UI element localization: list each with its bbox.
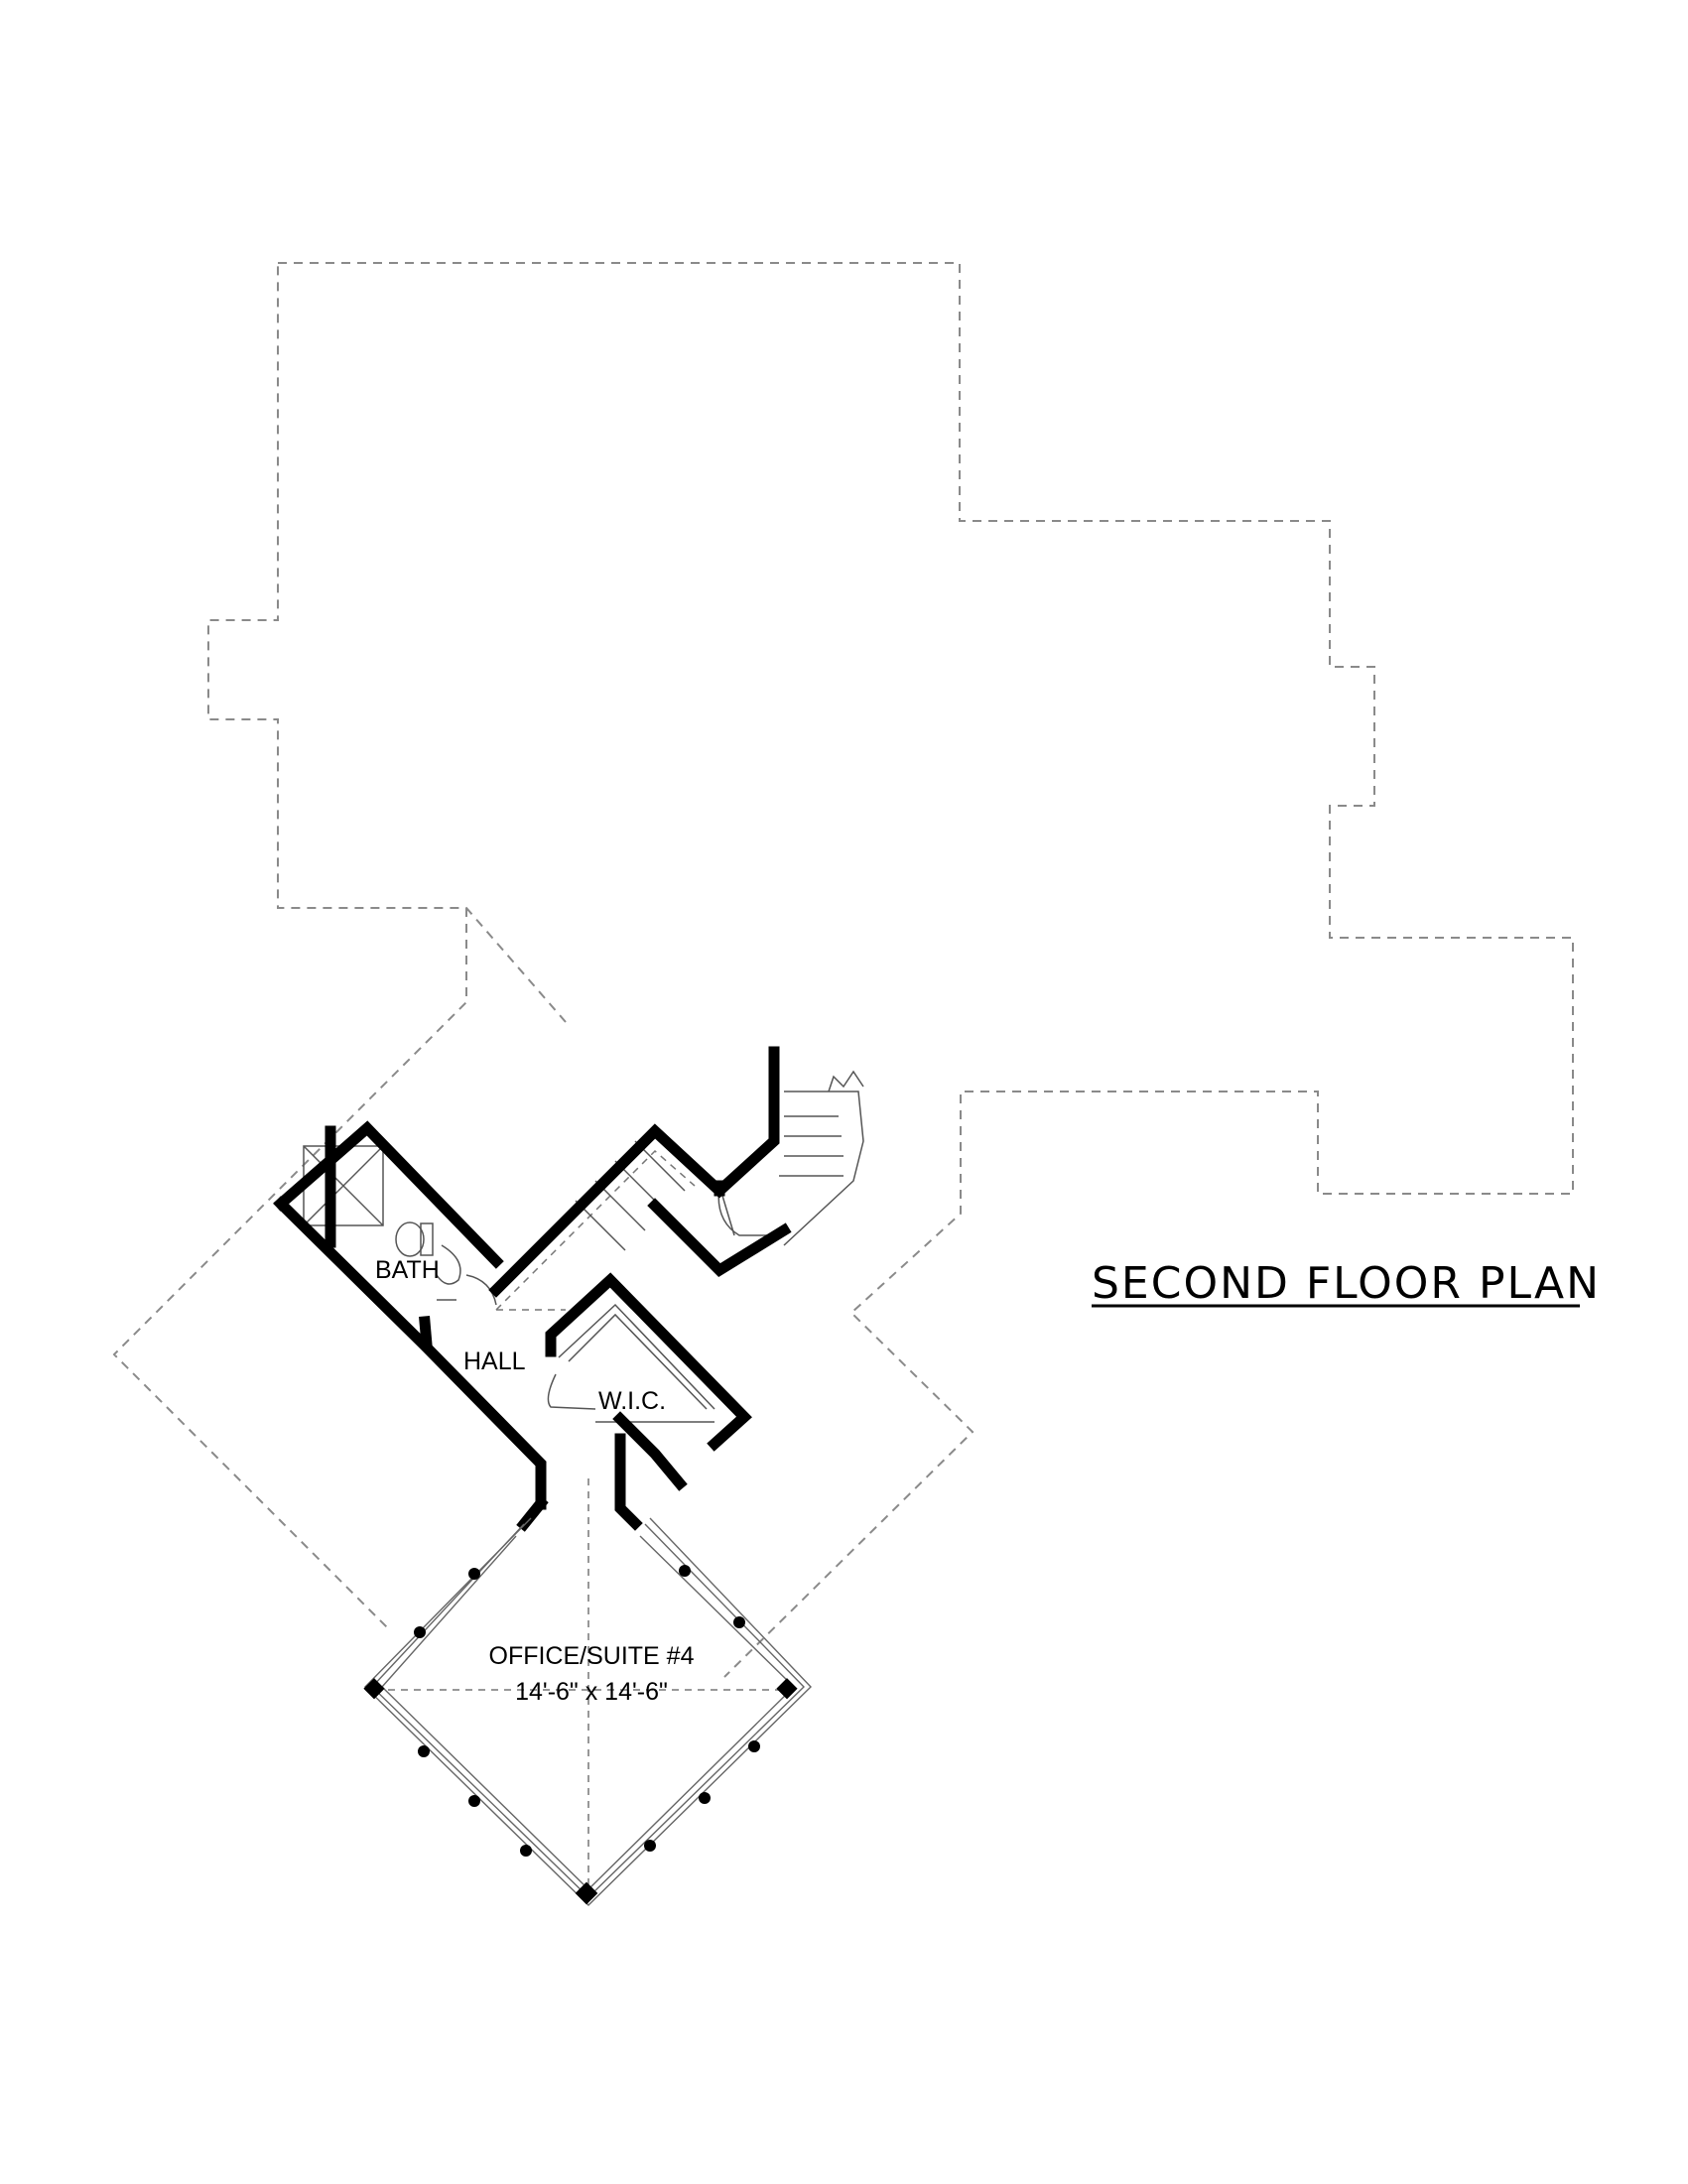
plan-title: SECOND FLOOR PLAN	[1092, 1258, 1601, 1309]
office-diagonal-lines	[375, 1478, 797, 1897]
wic-shelving	[558, 1303, 715, 1423]
hall-label: HALL	[463, 1348, 526, 1375]
walls	[273, 1046, 792, 1532]
door-swings	[437, 1185, 769, 1410]
window-posts	[363, 1565, 798, 1905]
stair-dashed-outline	[495, 1149, 696, 1311]
bath-label: BATH	[375, 1256, 440, 1284]
wic-label: W.I.C.	[598, 1387, 666, 1415]
office-size-label: 14'-6" x 14'-6"	[515, 1678, 668, 1706]
office-name-label: OFFICE/SUITE #4	[489, 1642, 695, 1670]
first-floor-outline	[112, 262, 1574, 1678]
